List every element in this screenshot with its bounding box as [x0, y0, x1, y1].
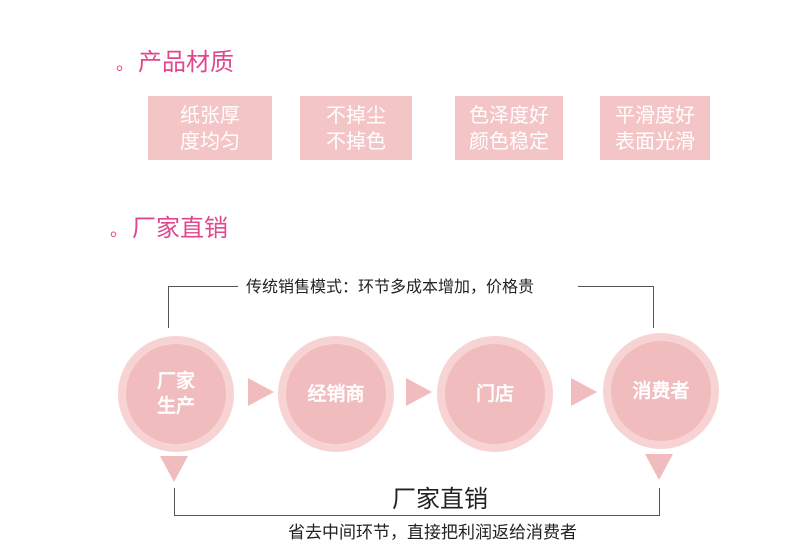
stage-label-line: 消费者	[632, 379, 690, 402]
bracket-top-left-vertical	[168, 286, 169, 328]
bullet: 。	[116, 54, 134, 75]
feature-line: 不掉尘	[326, 103, 386, 127]
stage-inner: 厂家 生产	[126, 344, 226, 444]
section-title-materials: 。产品材质	[116, 48, 234, 79]
feature-line: 度均匀	[180, 129, 240, 153]
arrow-right-icon	[406, 378, 432, 406]
feature-line: 颜色稳定	[469, 129, 549, 153]
stage-store: 门店	[437, 336, 553, 452]
arrow-right-icon	[248, 378, 274, 406]
stage-inner: 消费者	[611, 341, 711, 441]
stage-consumer: 消费者	[603, 333, 719, 449]
feature-box-no-dust: 不掉尘 不掉色	[300, 96, 412, 160]
feature-line: 纸张厚	[180, 103, 240, 127]
feature-line: 色泽度好	[469, 103, 549, 127]
stage-label-line: 生产	[156, 395, 195, 417]
bullet: 。	[110, 220, 128, 241]
stage-distributor: 经销商	[278, 336, 394, 452]
direct-sales-description: 省去中间环节，直接把利润返给消费者	[288, 523, 577, 543]
stage-label-line: 经销商	[307, 382, 365, 405]
direct-sales-label: 厂家直销	[392, 485, 488, 513]
feature-line: 表面光滑	[615, 129, 695, 153]
traditional-model-text: 传统销售模式：环节多成本增加，价格贵	[246, 277, 535, 296]
bracket-bottom-horizontal	[174, 515, 660, 516]
stage-label-line: 厂家	[156, 370, 195, 392]
feature-box-paper-thickness: 纸张厚 度均匀	[148, 96, 272, 160]
bracket-top-left-horizontal	[168, 286, 238, 287]
section-title-direct-sales: 。厂家直销	[110, 214, 228, 245]
stage-label-line: 门店	[475, 382, 514, 405]
stage-inner: 经销商	[286, 344, 386, 444]
feature-line: 平滑度好	[615, 103, 695, 127]
feature-box-color: 色泽度好 颜色稳定	[455, 96, 563, 160]
bracket-top-right-vertical	[653, 286, 654, 328]
bracket-bottom-right-vertical	[659, 488, 660, 516]
feature-box-smoothness: 平滑度好 表面光滑	[600, 96, 710, 160]
section-title-text: 产品材质	[138, 48, 234, 76]
bracket-bottom-left-vertical	[174, 488, 175, 516]
arrow-right-icon	[571, 378, 597, 406]
section-title-text: 厂家直销	[132, 214, 228, 242]
stage-inner: 门店	[445, 344, 545, 444]
feature-line: 不掉色	[326, 129, 386, 153]
arrow-down-icon	[160, 456, 188, 482]
arrow-down-icon	[645, 454, 673, 480]
bracket-top-right-horizontal	[578, 286, 654, 287]
stage-manufacturer: 厂家 生产	[118, 336, 234, 452]
